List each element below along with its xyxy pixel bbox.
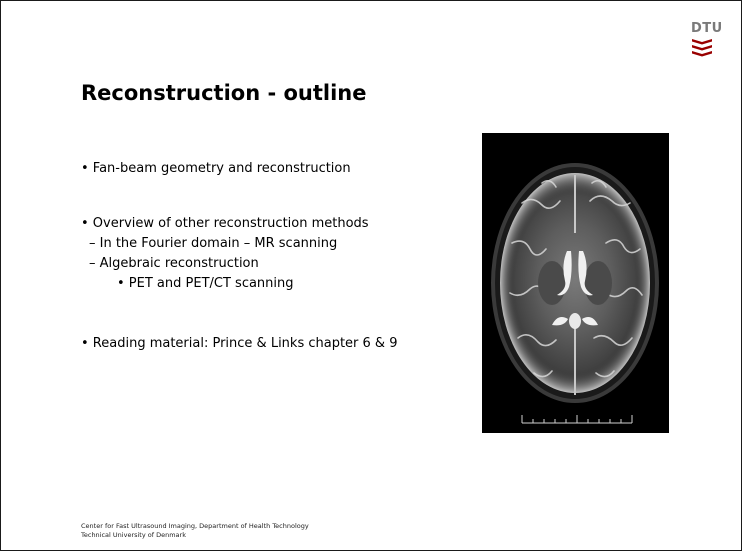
bullet-fan-beam: • Fan-beam geometry and reconstruction (81, 161, 351, 176)
sub-bullet-algebraic: – Algebraic reconstruction (89, 256, 259, 271)
footer-line-university: Technical University of Denmark (81, 531, 186, 539)
sub-sub-bullet-pet: • PET and PET/CT scanning (117, 276, 294, 291)
footer-line-department: Center for Fast Ultrasound Imaging, Depa… (81, 522, 309, 530)
slide-footer: Center for Fast Ultrasound Imaging, Depa… (81, 522, 309, 540)
dtu-logo-icon (692, 39, 712, 57)
bullet-overview: • Overview of other reconstruction metho… (81, 216, 369, 231)
mri-brain-image (482, 133, 669, 433)
dtu-logo: DTU (691, 21, 723, 69)
sub-bullet-fourier: – In the Fourier domain – MR scanning (89, 236, 338, 251)
bullet-reading: • Reading material: Prince & Links chapt… (81, 336, 398, 351)
slide-title: Reconstruction - outline (81, 81, 367, 105)
dtu-logo-text: DTU (691, 21, 723, 36)
